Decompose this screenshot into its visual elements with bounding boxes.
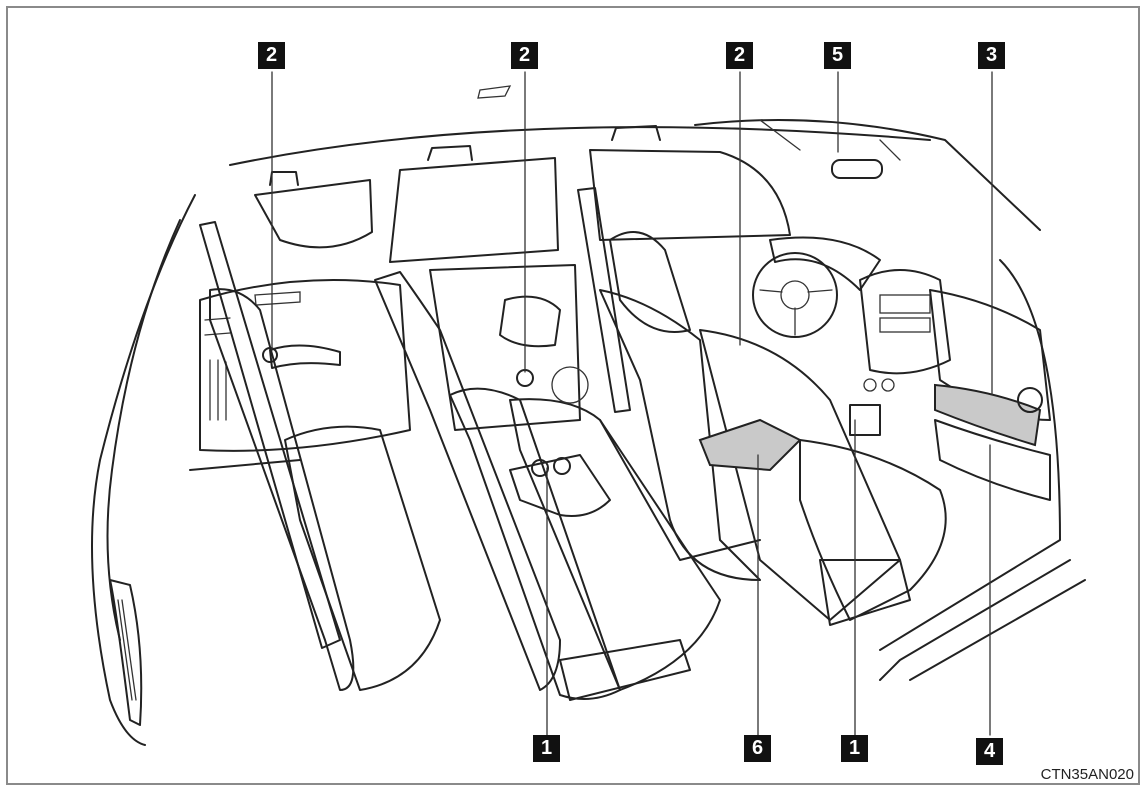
rear-door-speaker xyxy=(551,366,589,404)
front-console-box xyxy=(698,418,802,472)
middle-seatback xyxy=(374,271,561,691)
rear-armrest xyxy=(269,344,341,369)
door-sill-1 xyxy=(879,559,1071,681)
seat-base xyxy=(559,639,691,701)
roof-light xyxy=(477,85,512,99)
rear-view-mirror xyxy=(831,159,883,179)
radio-unit xyxy=(879,294,931,314)
callout-2-middle: 2 xyxy=(511,42,538,69)
figure-frame xyxy=(6,6,1140,785)
b-pillar-seatbelt xyxy=(577,187,631,413)
glove-box-upper xyxy=(934,383,1042,447)
rear-door-handle xyxy=(499,295,561,348)
floor-tunnel xyxy=(599,419,761,561)
driver-seat-cushion xyxy=(699,329,901,621)
rear-quarter-window xyxy=(254,179,373,249)
rear-side-panel xyxy=(199,279,411,452)
instrument-cluster xyxy=(769,236,881,291)
driver-seatback xyxy=(599,289,761,581)
passenger-vent xyxy=(1017,387,1043,413)
left-seatback xyxy=(209,288,355,691)
rear-speaker-slats xyxy=(209,359,227,421)
driver-headrest xyxy=(609,231,691,333)
front-door-opening xyxy=(879,259,1061,651)
vent-slats xyxy=(117,599,137,701)
rear-cup-holder-right xyxy=(553,457,571,475)
left-vent xyxy=(109,579,143,726)
rear-trim-details xyxy=(204,291,301,336)
callout-2-right: 2 xyxy=(726,42,753,69)
floor-edge xyxy=(189,459,301,471)
passenger-seat-base xyxy=(819,559,911,626)
callout-5: 5 xyxy=(824,42,851,69)
roof-line xyxy=(229,126,931,166)
left-body-inner xyxy=(106,219,181,641)
dial-right xyxy=(881,378,895,392)
folded-seat-rail xyxy=(199,221,341,649)
left-body-outline xyxy=(91,194,196,746)
callout-4: 4 xyxy=(976,738,1003,765)
front-cup-holder xyxy=(849,404,881,436)
steering-wheel xyxy=(752,252,838,338)
steering-spokes xyxy=(759,289,833,336)
windshield xyxy=(694,119,1041,231)
callout-1-left: 1 xyxy=(533,735,560,762)
windshield-frame xyxy=(759,119,901,161)
callout-6: 6 xyxy=(744,735,771,762)
steering-hub xyxy=(780,280,810,310)
middle-rear-cushion xyxy=(509,398,721,691)
grab-handle xyxy=(427,145,473,161)
dial-left xyxy=(863,378,877,392)
rear-door-panel xyxy=(429,264,581,431)
rear-center-console xyxy=(509,454,611,517)
callout-1-right: 1 xyxy=(841,735,868,762)
rear-cup-holder-left xyxy=(531,459,549,477)
rear-window xyxy=(389,157,559,263)
grab-handle xyxy=(611,125,661,141)
middle-seat-side xyxy=(449,387,621,700)
glove-box-lower xyxy=(934,419,1051,501)
figure-code: CTN35AN020 xyxy=(1040,766,1134,783)
left-rear-cushion xyxy=(284,425,441,691)
passenger-seat-cushion xyxy=(799,439,947,621)
center-stack xyxy=(859,269,951,375)
grab-handle xyxy=(269,171,299,186)
callout-3: 3 xyxy=(978,42,1005,69)
door-sill-2 xyxy=(909,579,1086,681)
climate-controls xyxy=(879,317,931,333)
callout-2-left: 2 xyxy=(258,42,285,69)
front-door-window xyxy=(589,149,791,241)
